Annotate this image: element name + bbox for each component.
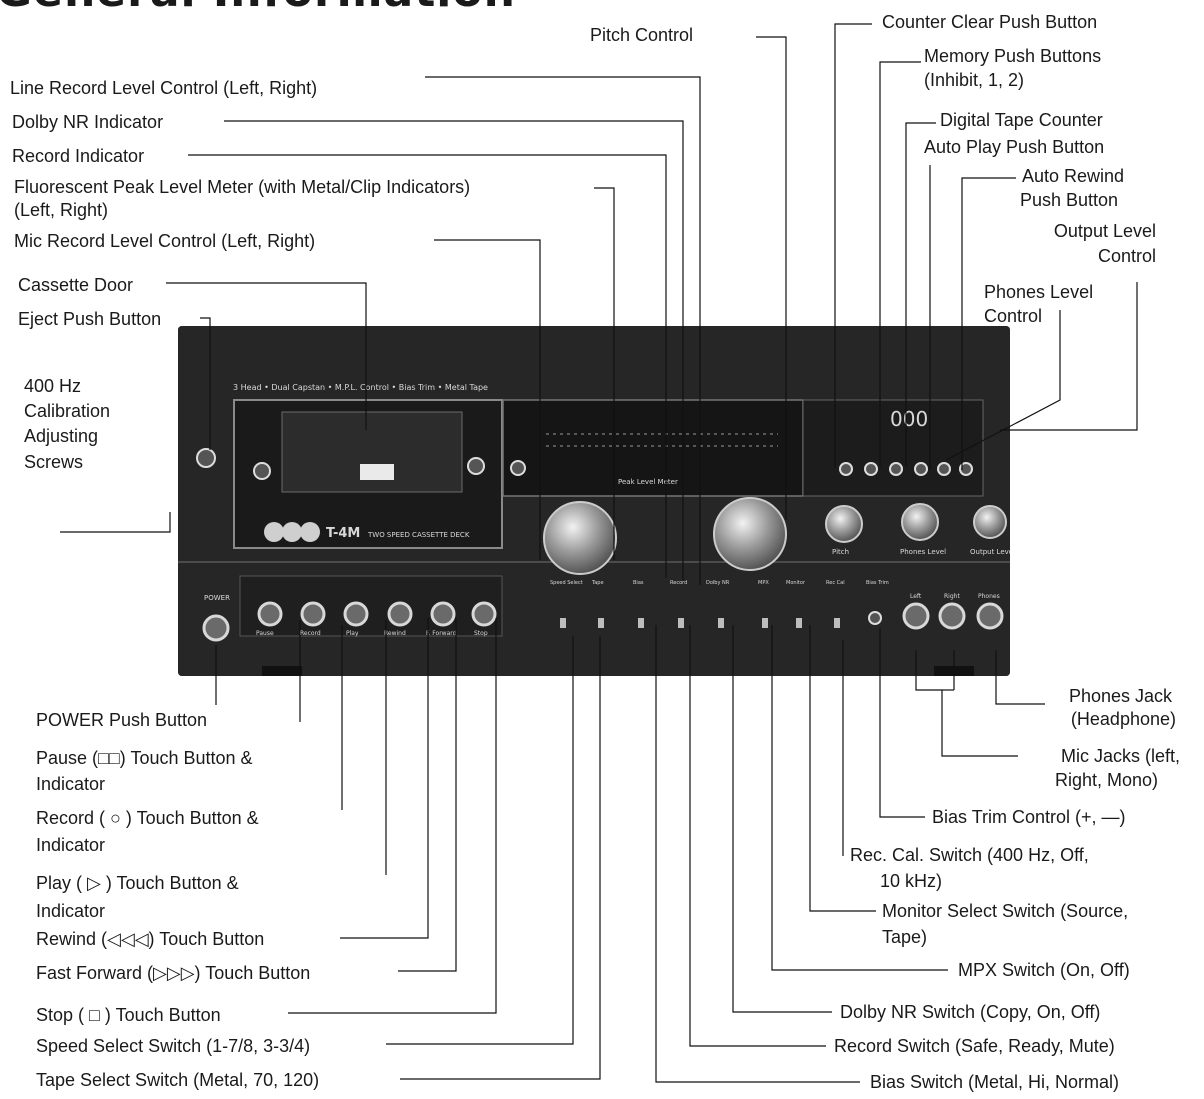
label-eject: Eject Push Button	[18, 307, 161, 332]
label-auto-rewind-sub: Push Button	[1020, 188, 1118, 213]
label-digital-counter: Digital Tape Counter	[940, 108, 1103, 133]
label-phones-jack: Phones Jack	[1000, 684, 1172, 709]
label-pitch-control: Pitch Control	[590, 23, 693, 48]
label-play: Play ( ▷ ) Touch Button &	[36, 871, 239, 896]
label-rec-cal-sub: 10 kHz)	[880, 869, 942, 894]
label-phones-jack-sub: (Headphone)	[1000, 707, 1176, 732]
label-record-sub: Indicator	[36, 833, 105, 858]
label-bias-switch: Bias Switch (Metal, Hi, Normal)	[870, 1070, 1119, 1095]
label-mic-jacks-sub: Right, Mono)	[1000, 768, 1158, 793]
label-phones-level: Phones Level	[984, 280, 1093, 305]
label-cassette-door: Cassette Door	[18, 273, 133, 298]
label-calibration-2: Calibration	[24, 399, 110, 424]
label-record-indicator: Record Indicator	[12, 144, 144, 169]
label-monitor-select-sub: Tape)	[882, 925, 927, 950]
label-pause-sub: Indicator	[36, 772, 105, 797]
label-line-record-level: Line Record Level Control (Left, Right)	[10, 76, 317, 101]
label-pause: Pause (□□) Touch Button &	[36, 746, 253, 771]
label-rewind: Rewind (◁◁◁) Touch Button	[36, 927, 264, 952]
label-mic-jacks: Mic Jacks (left,	[1000, 744, 1180, 769]
label-mpx-switch: MPX Switch (On, Off)	[958, 958, 1130, 983]
label-calibration-3: Adjusting	[24, 424, 98, 449]
label-bias-trim: Bias Trim Control (+, —)	[932, 805, 1126, 830]
label-calibration-4: Screws	[24, 450, 83, 475]
label-power: POWER Push Button	[36, 708, 207, 733]
label-record: Record ( ○ ) Touch Button &	[36, 806, 259, 831]
label-memory-buttons: Memory Push Buttons	[924, 44, 1101, 69]
label-speed-select: Speed Select Switch (1-7/8, 3-3/4)	[36, 1034, 310, 1059]
label-dolby-nr-switch: Dolby NR Switch (Copy, On, Off)	[840, 1000, 1100, 1025]
label-counter-clear: Counter Clear Push Button	[882, 10, 1097, 35]
label-fl-meter: Fluorescent Peak Level Meter (with Metal…	[14, 175, 470, 200]
label-fl-meter-channels: (Left, Right)	[14, 198, 108, 223]
label-fast-forward: Fast Forward (▷▷▷) Touch Button	[36, 961, 310, 986]
label-tape-select: Tape Select Switch (Metal, 70, 120)	[36, 1068, 319, 1093]
label-mic-record-level: Mic Record Level Control (Left, Right)	[14, 229, 315, 254]
label-output-level: Output Level	[994, 219, 1156, 244]
label-output-level-sub: Control	[994, 244, 1156, 269]
label-monitor-select: Monitor Select Switch (Source,	[882, 899, 1128, 924]
label-auto-rewind: Auto Rewind	[1022, 164, 1124, 189]
label-calibration-1: 400 Hz	[24, 374, 81, 399]
label-record-switch: Record Switch (Safe, Ready, Mute)	[834, 1034, 1115, 1059]
label-memory-buttons-sub: (Inhibit, 1, 2)	[924, 68, 1024, 93]
label-stop: Stop ( □ ) Touch Button	[36, 1003, 221, 1028]
label-rec-cal: Rec. Cal. Switch (400 Hz, Off,	[850, 843, 1089, 868]
label-play-sub: Indicator	[36, 899, 105, 924]
label-dolby-nr-indicator: Dolby NR Indicator	[12, 110, 163, 135]
label-phones-level-sub: Control	[984, 304, 1042, 329]
label-auto-play: Auto Play Push Button	[924, 135, 1104, 160]
